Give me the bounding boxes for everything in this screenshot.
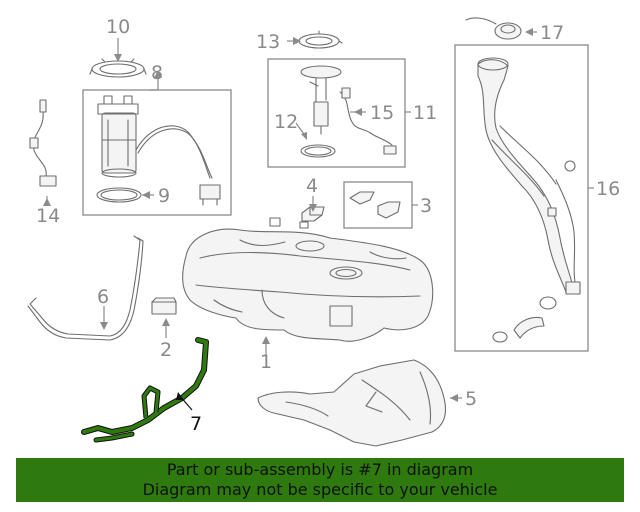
fuel-pump-module-part [97,95,221,206]
callout-1: 1 [260,351,272,373]
banner-line-2: Diagram may not be specific to your vehi… [142,480,498,499]
callout-15: 15 [370,102,394,124]
banner-line-1: Part or sub-assembly is #7 in diagram [166,460,474,479]
callout-4: 4 [306,175,318,197]
callout-11: 11 [413,102,437,124]
callout-2: 2 [160,339,172,361]
clips-part [349,191,401,219]
tank-strap-part [27,235,144,341]
pad-part [151,297,177,315]
callout-12: 12 [274,111,298,133]
callout-17: 17 [540,22,564,44]
leader-lines [46,31,594,411]
sensor-harness-part [29,99,57,187]
sender-seal-part [300,144,336,158]
callout-16: 16 [596,178,620,200]
arrowheads [43,28,533,402]
small-bracket-part [301,206,325,222]
callout-14: 14 [36,205,60,227]
lock-ring-part [89,57,147,78]
fuel-cap-part [465,17,522,40]
callout-6: 6 [97,286,109,308]
fuel-tank-part [182,217,434,342]
callout-9: 9 [158,185,170,207]
sender-lock-ring-part [295,30,343,49]
highlighted-strap-part-7 [81,337,209,443]
fuel-sender-part [300,65,397,155]
group-box-11 [267,58,406,168]
group-box-3 [343,181,413,229]
callout-3: 3 [420,195,432,217]
pump-seal-ring-part [96,187,142,203]
callout-10: 10 [106,16,130,38]
group-box-16 [454,44,589,352]
callout-13: 13 [256,31,280,53]
heat-shield-part [257,359,447,447]
callout-8: 8 [151,62,163,84]
callout-5: 5 [465,388,477,410]
filler-pipe-part [477,57,581,343]
callout-7: 7 [190,413,202,435]
part-notice-banner: Part or sub-assembly is #7 in diagram Di… [16,458,624,502]
